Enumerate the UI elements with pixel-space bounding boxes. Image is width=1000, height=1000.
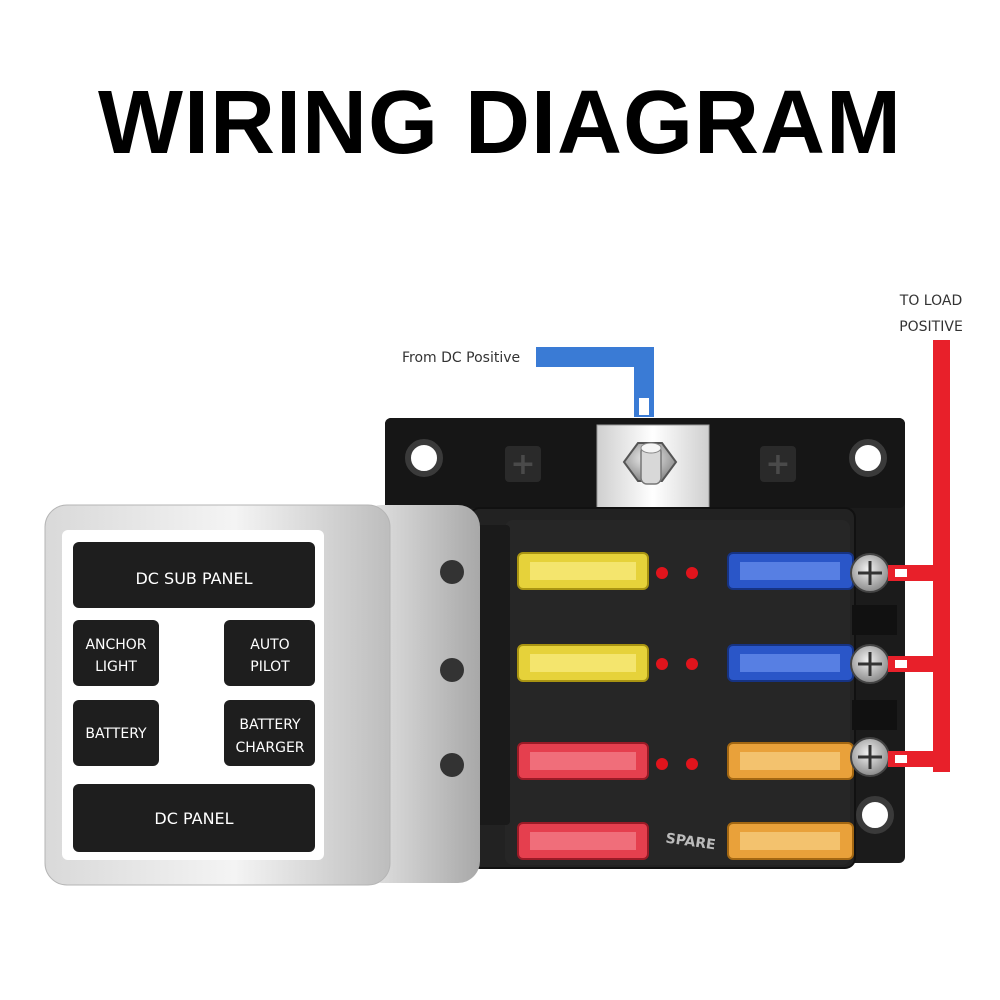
- spare-label: SPARE: [665, 831, 717, 854]
- mounting-hole-bottom-right: [856, 796, 894, 834]
- indicator-led: [686, 758, 698, 770]
- plus-icon: +: [760, 446, 796, 482]
- svg-text:BATTERY: BATTERY: [239, 717, 301, 733]
- svg-text:AUTO: AUTO: [250, 637, 289, 653]
- indicator-led: [656, 758, 668, 770]
- svg-text:DC PANEL: DC PANEL: [154, 809, 233, 828]
- input-wire-horizontal: [536, 347, 654, 367]
- indicator-led: [656, 567, 668, 579]
- svg-text:LIGHT: LIGHT: [95, 659, 137, 675]
- to-load-label-line2: POSITIVE: [899, 319, 963, 335]
- mounting-hole-top-left: [405, 439, 443, 477]
- bolt-icon: [622, 442, 678, 485]
- screw-icon: [440, 560, 464, 584]
- from-dc-positive-label: From DC Positive: [402, 350, 520, 366]
- svg-text:+: +: [510, 447, 535, 482]
- svg-text:DC SUB PANEL: DC SUB PANEL: [135, 569, 252, 588]
- side-clip-right: [852, 605, 897, 635]
- battery-charger-label[interactable]: [224, 700, 315, 766]
- to-load-label-line1: TO LOAD: [899, 293, 962, 309]
- anchor-light-label[interactable]: [73, 620, 159, 686]
- side-clip-right: [852, 700, 897, 730]
- input-wire-tip: [639, 398, 649, 415]
- svg-text:+: +: [765, 447, 790, 482]
- label-card: [62, 530, 324, 860]
- fuse-row-3: [517, 742, 854, 780]
- screw-icon: [440, 753, 464, 777]
- auto-pilot-label[interactable]: [224, 620, 315, 686]
- plus-icon: +: [505, 446, 541, 482]
- dc-sub-panel-box: DC SUB PANEL ANCHOR LIGHT AUTO PILOT BAT…: [44, 504, 480, 886]
- screw-icon: [850, 737, 890, 777]
- output-wire-trunk: [933, 340, 950, 772]
- battery-label[interactable]: [73, 700, 159, 766]
- svg-text:PILOT: PILOT: [250, 659, 290, 675]
- svg-text:ANCHOR: ANCHOR: [85, 637, 146, 653]
- fuse-row-spare: SPARE: [517, 822, 854, 860]
- fuse-row-2: [517, 644, 854, 682]
- indicator-led: [686, 658, 698, 670]
- svg-text:BATTERY: BATTERY: [85, 726, 147, 742]
- indicator-led: [656, 658, 668, 670]
- screw-icon: [440, 658, 464, 682]
- svg-text:CHARGER: CHARGER: [235, 740, 304, 756]
- indicator-led: [686, 567, 698, 579]
- screw-icon: [850, 553, 890, 593]
- dc-panel-label[interactable]: [73, 784, 315, 852]
- input-wire: From DC Positive: [402, 347, 654, 417]
- mounting-hole-top-right: [849, 439, 887, 477]
- page-title: WIRING DIAGRAM: [98, 73, 902, 173]
- screw-icon: [850, 644, 890, 684]
- dc-sub-panel-label[interactable]: [73, 542, 315, 608]
- output-wire: TO LOAD POSITIVE: [888, 293, 963, 772]
